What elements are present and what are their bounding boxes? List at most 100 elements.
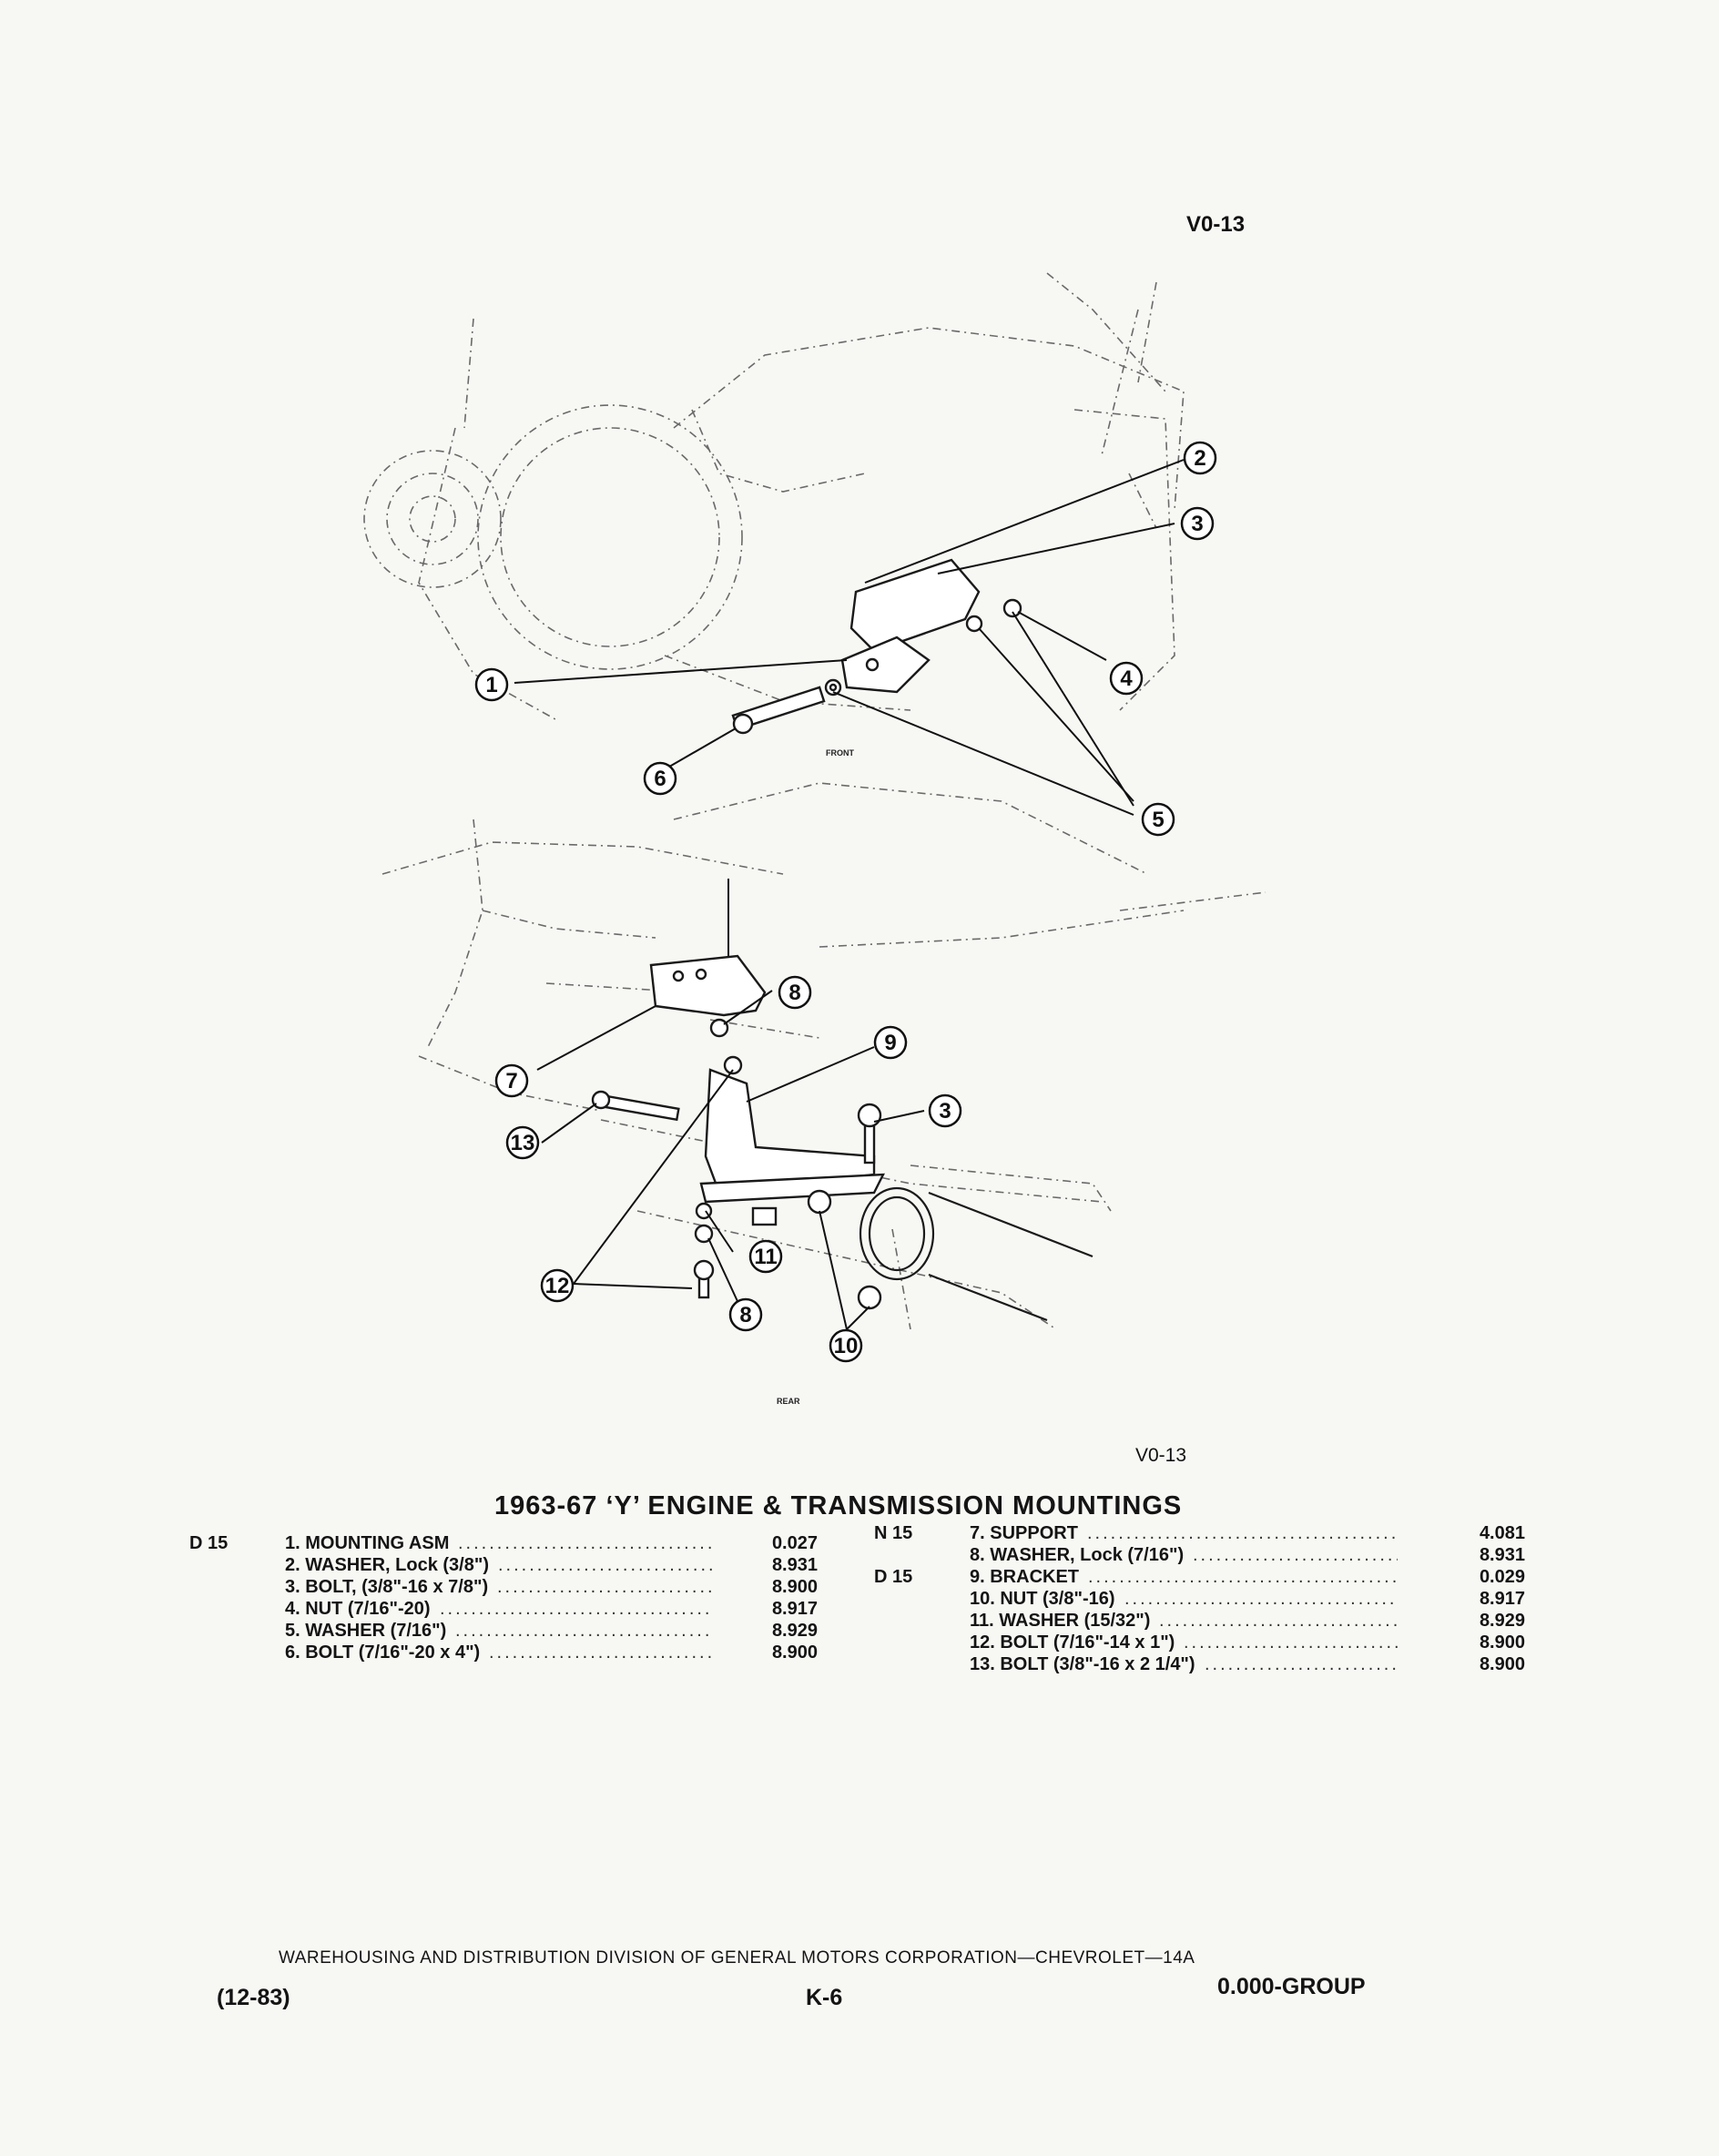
parts-row: 11. WASHER (15/32").....................… <box>874 1610 1526 1632</box>
callout-4: 4 <box>1109 661 1144 696</box>
group-number: 8.917 <box>771 1599 818 1619</box>
callout-12: 12 <box>540 1268 575 1303</box>
parts-row: 13. BOLT (3/8"-16 x 2 1/4").............… <box>874 1653 1526 1675</box>
dot-leader: ........................................… <box>1184 1632 1398 1653</box>
group-number: 0.029 <box>1479 1567 1525 1587</box>
callout-10: 10 <box>829 1328 863 1363</box>
part-description: 11. WASHER (15/32") <box>970 1611 1151 1631</box>
parts-row: 12. BOLT (7/16"-14 x 1")................… <box>874 1632 1526 1653</box>
callout-number: 11 <box>754 1245 777 1269</box>
part-description: 10. NUT (3/8"-16) <box>970 1589 1115 1609</box>
callout-number: 5 <box>1152 808 1164 832</box>
callout-7: 7 <box>494 1063 529 1098</box>
footer-group: 0.000-GROUP <box>1217 1974 1366 1999</box>
callout-number: 13 <box>511 1131 535 1155</box>
callout-number: 4 <box>1120 666 1133 691</box>
callout-8: 8 <box>778 975 812 1010</box>
dot-leader: ........................................… <box>489 1642 713 1663</box>
callout-3: 3 <box>928 1093 962 1128</box>
engine-outline <box>363 272 1266 1330</box>
group-number: 8.900 <box>1479 1654 1525 1674</box>
group-number: 8.900 <box>1479 1632 1525 1653</box>
part-description: 7. SUPPORT <box>970 1523 1078 1543</box>
parts-row: 4. NUT (7/16"-20).......................… <box>189 1598 845 1620</box>
part-description: 3. BOLT, (3/8"-16 x 7/8") <box>285 1577 489 1597</box>
figure-code-top: V0-13 <box>1186 212 1246 237</box>
callout-number: 12 <box>545 1274 570 1298</box>
parts-list-left: D 15 1. MOUNTING ASM.....................… <box>189 1532 845 1663</box>
part-description: 5. WASHER (7/16") <box>285 1621 447 1641</box>
callout-9: 9 <box>873 1025 908 1060</box>
parts-row: D 15 9. BRACKET..........................… <box>874 1566 1526 1588</box>
division-code: D 15 <box>189 1533 229 1553</box>
dot-leader: ........................................… <box>458 1533 713 1553</box>
callout-6: 6 <box>643 761 677 796</box>
dot-leader: ........................................… <box>497 1577 713 1597</box>
dot-leader: ........................................… <box>1159 1611 1398 1631</box>
label-rear: REAR <box>777 1397 800 1406</box>
group-number: 8.900 <box>771 1577 818 1597</box>
division-code: D 15 <box>874 1567 913 1587</box>
label-front: FRONT <box>826 748 854 758</box>
leader-lines <box>514 459 1185 1330</box>
group-number: 8.929 <box>771 1621 818 1641</box>
callout-number: 3 <box>939 1099 951 1124</box>
part-description: 8. WASHER, Lock (7/16") <box>970 1545 1185 1565</box>
part-description: 13. BOLT (3/8"-16 x 2 1/4") <box>970 1654 1195 1674</box>
dot-leader: ........................................… <box>1205 1654 1398 1674</box>
callout-number: 7 <box>505 1069 517 1093</box>
part-description: 4. NUT (7/16"-20) <box>285 1599 431 1619</box>
part-description: 12. BOLT (7/16"-14 x 1") <box>970 1632 1175 1653</box>
parts-row: 10. NUT (3/8"-16).......................… <box>874 1588 1526 1610</box>
group-number: 8.917 <box>1479 1589 1525 1609</box>
parts-row: 3. BOLT, (3/8"-16 x 7/8")...............… <box>189 1576 845 1598</box>
callout-1: 1 <box>474 667 509 702</box>
parts-row: 8. WASHER, Lock (7/16").................… <box>874 1544 1526 1566</box>
callout-number: 9 <box>884 1031 896 1055</box>
callout-3: 3 <box>1180 506 1215 541</box>
group-number: 8.931 <box>1479 1545 1525 1565</box>
group-number: 4.081 <box>1479 1523 1525 1543</box>
dot-leader: ........................................… <box>455 1621 713 1641</box>
part-description: 6. BOLT (7/16"-20 x 4") <box>285 1642 481 1663</box>
dot-leader: ........................................… <box>1088 1567 1398 1587</box>
group-number: 8.929 <box>1479 1611 1525 1631</box>
figure-code-bottom: V0-13 <box>1135 1445 1187 1466</box>
callout-number: 3 <box>1191 512 1203 536</box>
parts-row: D 15 1. MOUNTING ASM.....................… <box>189 1532 845 1554</box>
dot-leader: ........................................… <box>498 1555 713 1575</box>
footer-division: WAREHOUSING AND DISTRIBUTION DIVISION OF… <box>279 1948 1195 1968</box>
page-title: 1963-67 ‘Y’ ENGINE & TRANSMISSION MOUNTI… <box>494 1491 1183 1520</box>
callout-number: 1 <box>485 673 497 697</box>
part-description: 2. WASHER, Lock (3/8") <box>285 1555 489 1575</box>
group-number: 8.931 <box>771 1555 818 1575</box>
callout-13: 13 <box>505 1125 540 1160</box>
callout-number: 10 <box>834 1334 859 1358</box>
parts-row: 5. WASHER (7/16").......................… <box>189 1620 845 1642</box>
callout-11: 11 <box>748 1239 783 1274</box>
footer-date: (12-83) <box>217 1985 290 2010</box>
division-code: N 15 <box>874 1523 913 1543</box>
part-description: 9. BRACKET <box>970 1567 1080 1587</box>
dot-leader: ........................................… <box>1193 1545 1398 1565</box>
parts-row: 2. WASHER, Lock (3/8")..................… <box>189 1554 845 1576</box>
footer-page-number: K-6 <box>806 1985 843 2010</box>
parts-row: N 15 7. SUPPORT..........................… <box>874 1522 1526 1544</box>
callout-8: 8 <box>728 1297 763 1332</box>
callout-number: 2 <box>1194 446 1205 471</box>
dot-leader: ........................................… <box>1124 1589 1398 1609</box>
callout-number: 6 <box>654 767 666 791</box>
part-description: 1. MOUNTING ASM <box>285 1533 450 1553</box>
group-number: 8.900 <box>771 1642 818 1663</box>
engine-mount-parts <box>591 558 1022 1310</box>
callout-number: 8 <box>788 981 800 1005</box>
dot-leader: ........................................… <box>440 1599 713 1619</box>
callout-number: 8 <box>739 1303 751 1327</box>
callout-5: 5 <box>1141 802 1175 837</box>
parts-row: 6. BOLT (7/16"-20 x 4").................… <box>189 1642 845 1663</box>
extension-housing <box>859 1186 1093 1322</box>
dot-leader: ........................................… <box>1087 1523 1398 1543</box>
callout-2: 2 <box>1183 441 1217 475</box>
